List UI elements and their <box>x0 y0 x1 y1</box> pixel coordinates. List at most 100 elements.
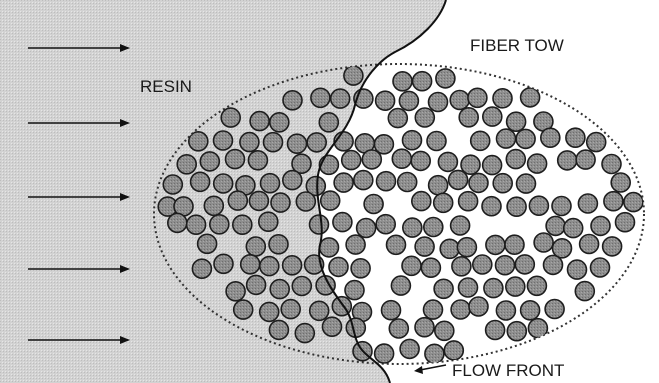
fiber-circle <box>575 282 594 301</box>
fiber-circle <box>269 235 288 254</box>
fiber-circle <box>413 72 432 91</box>
fiber-circle <box>283 171 302 190</box>
fiber-circle <box>191 172 210 191</box>
fiber-circle <box>270 280 289 299</box>
fiber-circle <box>534 233 553 252</box>
fiber-circle <box>283 256 302 275</box>
fiber-circle <box>269 320 288 339</box>
fiber-circle <box>362 150 381 169</box>
fiber-circle <box>459 192 478 211</box>
fiber-circle <box>469 297 488 316</box>
fiber-circle <box>214 254 233 273</box>
fiber-circle <box>505 235 524 254</box>
fiber-circle <box>424 218 443 237</box>
fiber-circle <box>311 88 330 107</box>
fiber-circle <box>473 255 492 274</box>
fiber-circle <box>611 173 630 192</box>
fiber-circle <box>319 113 338 132</box>
fiber-circle <box>264 133 283 152</box>
fiber-circle <box>603 237 622 256</box>
fiber-circle <box>403 131 422 150</box>
fiber-circle <box>259 212 278 231</box>
resin-label: RESIN <box>140 77 192 96</box>
fiber-circle <box>389 319 408 338</box>
fiber-circle <box>214 174 233 193</box>
fiber-circle <box>580 235 599 254</box>
fiber-circle <box>260 302 279 321</box>
fiber-circle <box>429 176 448 195</box>
fiber-circle <box>334 173 353 192</box>
flow-front-label: FLOW FRONT <box>452 361 564 380</box>
fiber-circle <box>247 275 266 294</box>
fiber-circle <box>468 88 487 107</box>
fiber-circle <box>319 155 338 174</box>
fiber-circle <box>393 72 412 91</box>
fiber-circle <box>483 107 502 126</box>
fiber-circle <box>261 174 280 193</box>
fiber-circle <box>377 172 396 191</box>
fiber-circle <box>587 133 606 152</box>
fiber-circle <box>527 276 546 295</box>
fiber-circle <box>434 279 453 298</box>
fiber-circle <box>452 257 471 276</box>
fiber-circle <box>177 155 196 174</box>
fiber-circle <box>506 150 525 169</box>
fiber-circle <box>214 131 233 150</box>
fiber-circle <box>412 192 431 211</box>
fiber-circle <box>399 91 418 110</box>
fiber-circle <box>402 256 421 275</box>
fiber-tow-label: FIBER TOW <box>470 36 564 55</box>
fiber-circle <box>507 112 526 131</box>
fiber-circle <box>568 260 587 279</box>
fiber-circle <box>163 175 182 194</box>
fiber-circle <box>604 192 623 211</box>
fiber-circle <box>552 197 571 216</box>
fiber-circle <box>270 113 289 132</box>
fiber-circle <box>310 301 329 320</box>
fiber-circle <box>168 213 187 232</box>
fiber-circle <box>457 238 476 257</box>
fiber-circle <box>507 197 526 216</box>
fiber-circle <box>400 339 419 358</box>
fiber-circle <box>345 281 364 300</box>
fiber-circle <box>329 257 348 276</box>
fiber-circle <box>516 129 535 148</box>
fiber-circle <box>471 131 490 150</box>
fiber-circle <box>521 88 540 107</box>
fiber-circle <box>521 301 540 320</box>
fiber-circle <box>450 91 469 110</box>
fiber-circle <box>496 256 515 275</box>
fiber-circle <box>591 216 610 235</box>
fiber-circle <box>484 279 503 298</box>
fiber-circle <box>321 191 340 210</box>
fiber-circle <box>411 151 430 170</box>
fiber-circle <box>415 108 434 127</box>
fiber-circle <box>440 239 459 258</box>
fiber-circle <box>323 317 342 336</box>
fiber-circle <box>425 344 444 363</box>
fiber-circle <box>429 93 448 112</box>
fiber-circle <box>602 155 621 174</box>
fiber-circle <box>624 193 643 212</box>
fiber-circle <box>398 173 417 192</box>
fiber-circle <box>281 300 300 319</box>
fiber-circle <box>234 300 253 319</box>
fiber-circle <box>507 322 526 341</box>
fiber-circle <box>545 300 564 319</box>
fiber-circle <box>528 154 547 173</box>
fiber-circle <box>226 282 245 301</box>
fiber-circle <box>515 255 534 274</box>
fiber-circle <box>233 215 252 234</box>
fiber-circle <box>493 174 512 193</box>
fiber-circle <box>566 128 585 147</box>
fiber-circle <box>192 259 211 278</box>
fiber-circle <box>226 150 245 169</box>
fiber-circle <box>364 195 383 214</box>
fiber-circle <box>382 301 401 320</box>
fiber-circle <box>564 219 583 238</box>
fiber-circle <box>486 321 505 340</box>
fiber-circle <box>541 128 560 147</box>
fiber-circle <box>497 129 516 148</box>
fiber-circle <box>546 216 565 235</box>
